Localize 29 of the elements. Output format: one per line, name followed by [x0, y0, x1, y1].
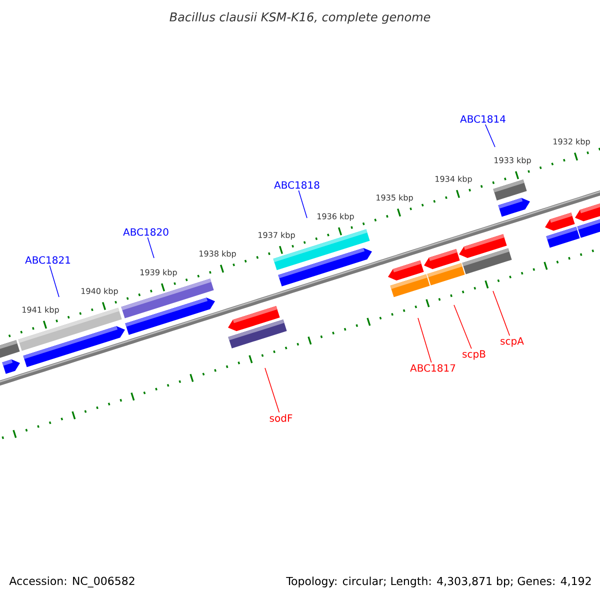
gene-label: ABC1818 — [274, 181, 320, 189]
scale-label: 1935 kbp — [376, 194, 413, 202]
leader-line — [147, 237, 154, 258]
gene-label: ABC1814 — [460, 115, 506, 123]
gene-label: scpB — [462, 350, 486, 360]
leader-line — [484, 124, 496, 148]
gene-label: ABC1817 — [410, 364, 456, 372]
scale-label: 1940 kbp — [82, 288, 118, 296]
leader-line — [264, 368, 280, 413]
gene-label: ABC1821 — [25, 256, 70, 264]
gene-label: scpA — [500, 337, 524, 347]
scale-label: 1932 kbp — [554, 138, 590, 146]
scale-label: 1938 kbp — [200, 250, 236, 258]
leader-line — [298, 190, 308, 218]
leader-line — [492, 290, 510, 336]
scale-label: 1936 kbp — [318, 213, 354, 221]
scale-label: 1937 kbp — [258, 232, 295, 240]
leader-line — [49, 265, 60, 298]
gene-label: sodF — [270, 414, 292, 422]
leader-line — [418, 318, 432, 363]
title: Bacillus clausii KSM-K16, complete genome — [170, 12, 430, 24]
leader-line — [454, 304, 472, 350]
footer-text: Topology: circular; Length: 4,303,871 bp; Genes: 4,192 — [286, 576, 591, 588]
scale-label: 1933 kbp — [494, 157, 531, 165]
gene-label: ABC1820 — [123, 228, 168, 236]
scale-label: 1934 kbp — [436, 176, 472, 184]
scale-label: 1939 kbp — [140, 269, 177, 277]
footer-text: Accession: NC_006582 — [9, 576, 134, 588]
scale-label: 1941 kbp — [22, 306, 59, 314]
